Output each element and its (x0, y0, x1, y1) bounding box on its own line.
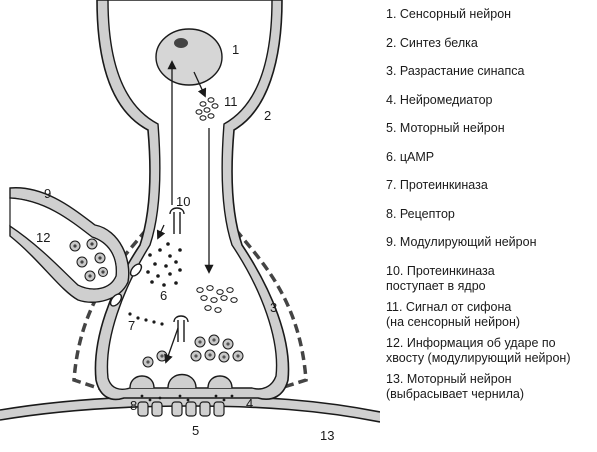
legend-item: 3. Разрастание синапса (386, 64, 525, 78)
legend-item: (выбрасывает чернила) (386, 387, 524, 401)
legend-item: 9. Модулирующий нейрон (386, 235, 537, 249)
label-9: 9 (44, 186, 51, 201)
legend-item: 13. Моторный нейрон (386, 371, 512, 386)
label-2: 2 (264, 108, 271, 123)
legend-item: (на сенсорный нейрон) (386, 315, 521, 329)
pathway-arrows (156, 60, 214, 364)
label-1: 1 (232, 42, 239, 57)
legend-item: хвосту (модулирующий нейрон) (386, 351, 571, 365)
label-10: 10 (176, 194, 190, 209)
legend-item: 4. Нейромедиатор (386, 92, 493, 107)
release-sites (129, 373, 233, 389)
modulating-vesicles (69, 238, 108, 282)
protein-kinase-icon (169, 207, 189, 342)
label-13: 13 (320, 428, 334, 443)
label-3: 3 (270, 300, 277, 315)
nucleus (155, 28, 223, 86)
legend-item: 5. Моторный нейрон (386, 121, 505, 135)
postsynaptic-receptors (137, 401, 225, 417)
label-8: 8 (130, 398, 137, 413)
legend-item: 11. Сигнал от сифона (386, 299, 512, 314)
terminal-vesicles (196, 285, 238, 313)
legend-item: 10. Протеинкиназа (386, 263, 495, 278)
legend-item: 12. Информация об ударе по (386, 335, 556, 350)
label-7: 7 (128, 318, 135, 333)
legend-item: 8. Рецептор (386, 206, 455, 221)
label-11: 11 (224, 94, 238, 109)
legend-item: 6. цАМР (386, 149, 435, 164)
legend: 1. Сенсорный нейрон 2. Синтез белка 3. Раз… (386, 7, 594, 403)
protein-vesicles (195, 97, 219, 121)
label-4: 4 (246, 396, 253, 411)
legend-item: 7. Протеинкиназа (386, 178, 488, 192)
legend-item: 2. Синтез белка (386, 35, 478, 50)
legend-item: поступает в ядро (386, 279, 486, 293)
legend-item: 1. Сенсорный нейрон (386, 7, 512, 21)
receptor-icon (109, 263, 143, 307)
synapse-diagram: 1 2 3 4 5 6 7 8 9 10 11 12 13 (0, 0, 380, 452)
label-5: 5 (192, 423, 199, 438)
label-12: 12 (36, 230, 50, 245)
label-6: 6 (160, 288, 167, 303)
camp-dots (128, 242, 182, 326)
